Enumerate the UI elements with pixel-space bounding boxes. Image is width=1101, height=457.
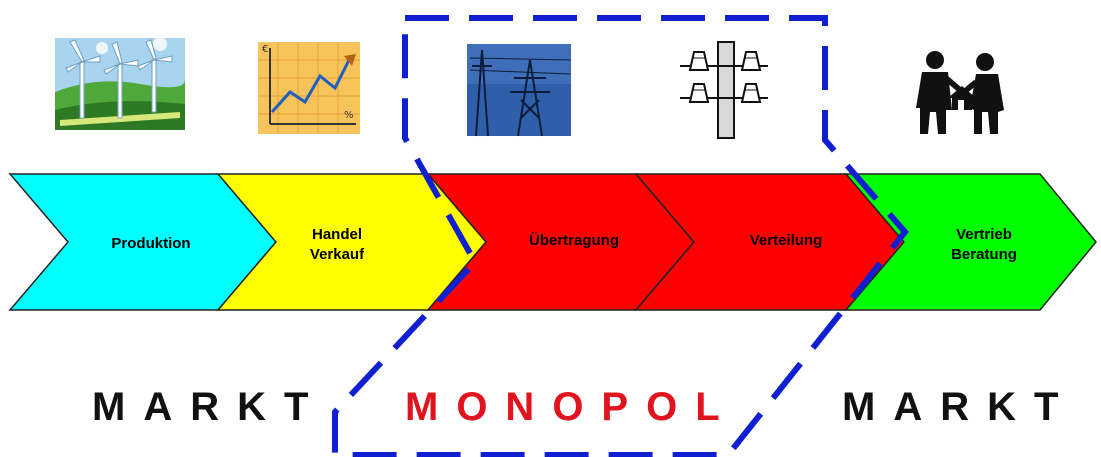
label-vertrieb-line1: Vertrieb <box>956 226 1012 243</box>
label-uebertragung: Übertragung <box>529 232 619 249</box>
label-produktion: Produktion <box>111 235 190 252</box>
arrow-vertrieb <box>844 173 1097 311</box>
monopol-boundary-outline <box>332 15 909 457</box>
svg-text:€: € <box>262 44 268 55</box>
monopol-label: MONOPOL <box>405 385 738 429</box>
arrow-labels: Produktion Handel Verkauf Übertragung Ve… <box>111 226 1017 263</box>
value-chain-arrows <box>8 173 1097 311</box>
transmission-tower-icon <box>467 44 572 137</box>
label-handel-line2: Verkauf <box>310 246 365 263</box>
markt-right-label: MARKT <box>842 385 1076 429</box>
handshake-house-icon <box>916 51 1004 134</box>
trading-chart-icon: € % <box>258 42 360 134</box>
label-handel-line1: Handel <box>312 226 362 243</box>
wind-turbines-icon <box>55 37 185 130</box>
markt-left-label: MARKT <box>92 385 326 429</box>
svg-text:%: % <box>344 110 354 121</box>
label-vertrieb-line2: Beratung <box>951 246 1017 263</box>
distribution-pole-icon <box>680 41 768 139</box>
label-verteilung: Verteilung <box>750 232 823 249</box>
